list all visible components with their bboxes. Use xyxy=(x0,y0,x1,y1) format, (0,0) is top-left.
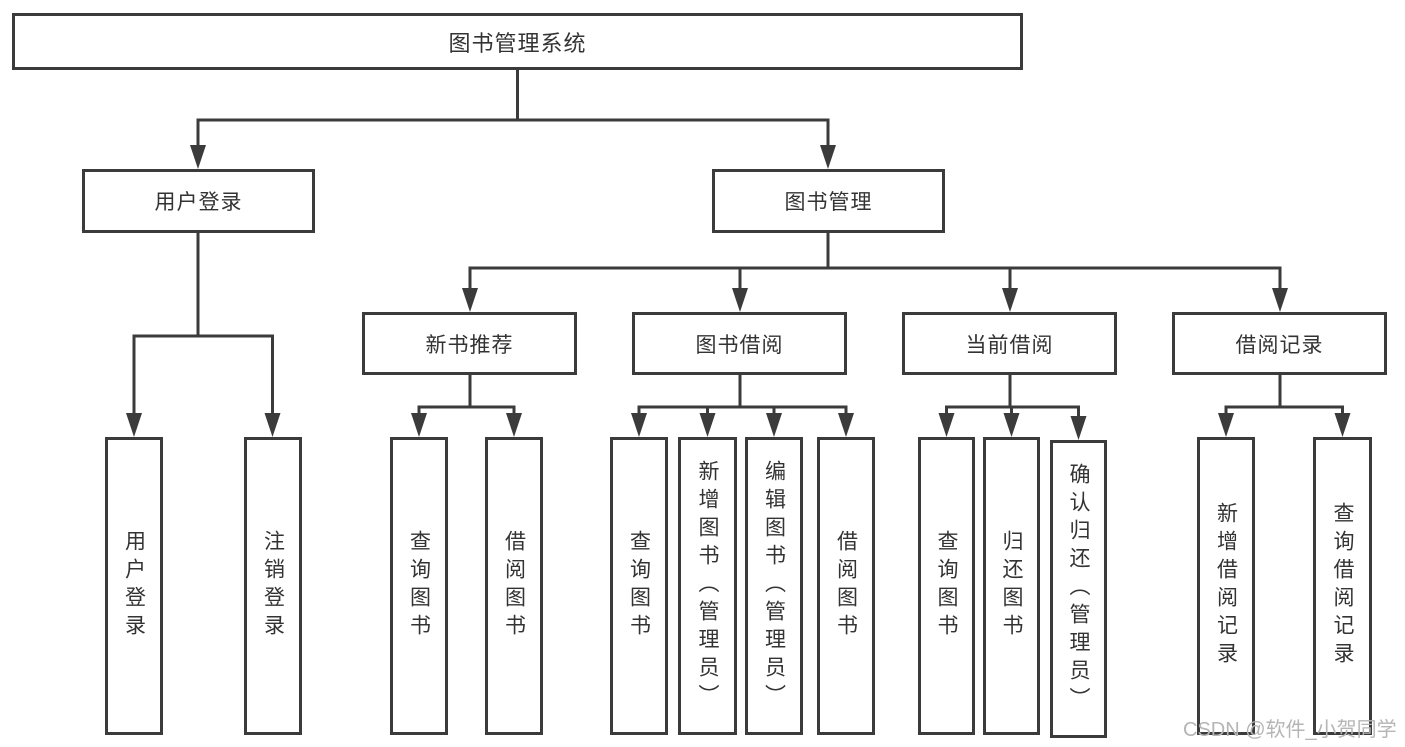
leaf-borrow-add-admin: 新增图书（管理员） xyxy=(678,437,737,735)
leaf-newbook-query: 查询图书 xyxy=(390,437,448,735)
node-root: 图书管理系统 xyxy=(12,13,1023,70)
node-current-borrow: 当前借阅 xyxy=(902,312,1117,375)
node-borrow-records: 借阅记录 xyxy=(1172,312,1387,375)
watermark-text: CSDN @软件_小贺同学 xyxy=(1183,719,1397,741)
node-user-login: 用户登录 xyxy=(82,169,315,233)
leaf-borrow-borrow: 借阅图书 xyxy=(817,437,875,735)
leaf-records-add: 新增借阅记录 xyxy=(1197,437,1255,735)
leaf-current-query: 查询图书 xyxy=(918,437,975,735)
node-new-book-recommend: 新书推荐 xyxy=(362,312,577,375)
leaf-newbook-borrow: 借阅图书 xyxy=(485,437,543,735)
leaf-user-login: 用户登录 xyxy=(105,437,163,735)
leaf-logout: 注销登录 xyxy=(244,437,302,735)
arrowhead-icons xyxy=(126,145,1351,440)
node-book-management: 图书管理 xyxy=(712,169,945,233)
leaf-current-confirm-admin: 确认归还（管理员） xyxy=(1050,440,1107,738)
leaf-borrow-query: 查询图书 xyxy=(610,437,668,735)
leaf-current-return: 归还图书 xyxy=(983,437,1040,735)
node-book-borrow: 图书借阅 xyxy=(632,312,847,375)
leaf-borrow-edit-admin: 编辑图书（管理员） xyxy=(745,437,803,735)
leaf-records-query: 查询借阅记录 xyxy=(1313,437,1372,735)
